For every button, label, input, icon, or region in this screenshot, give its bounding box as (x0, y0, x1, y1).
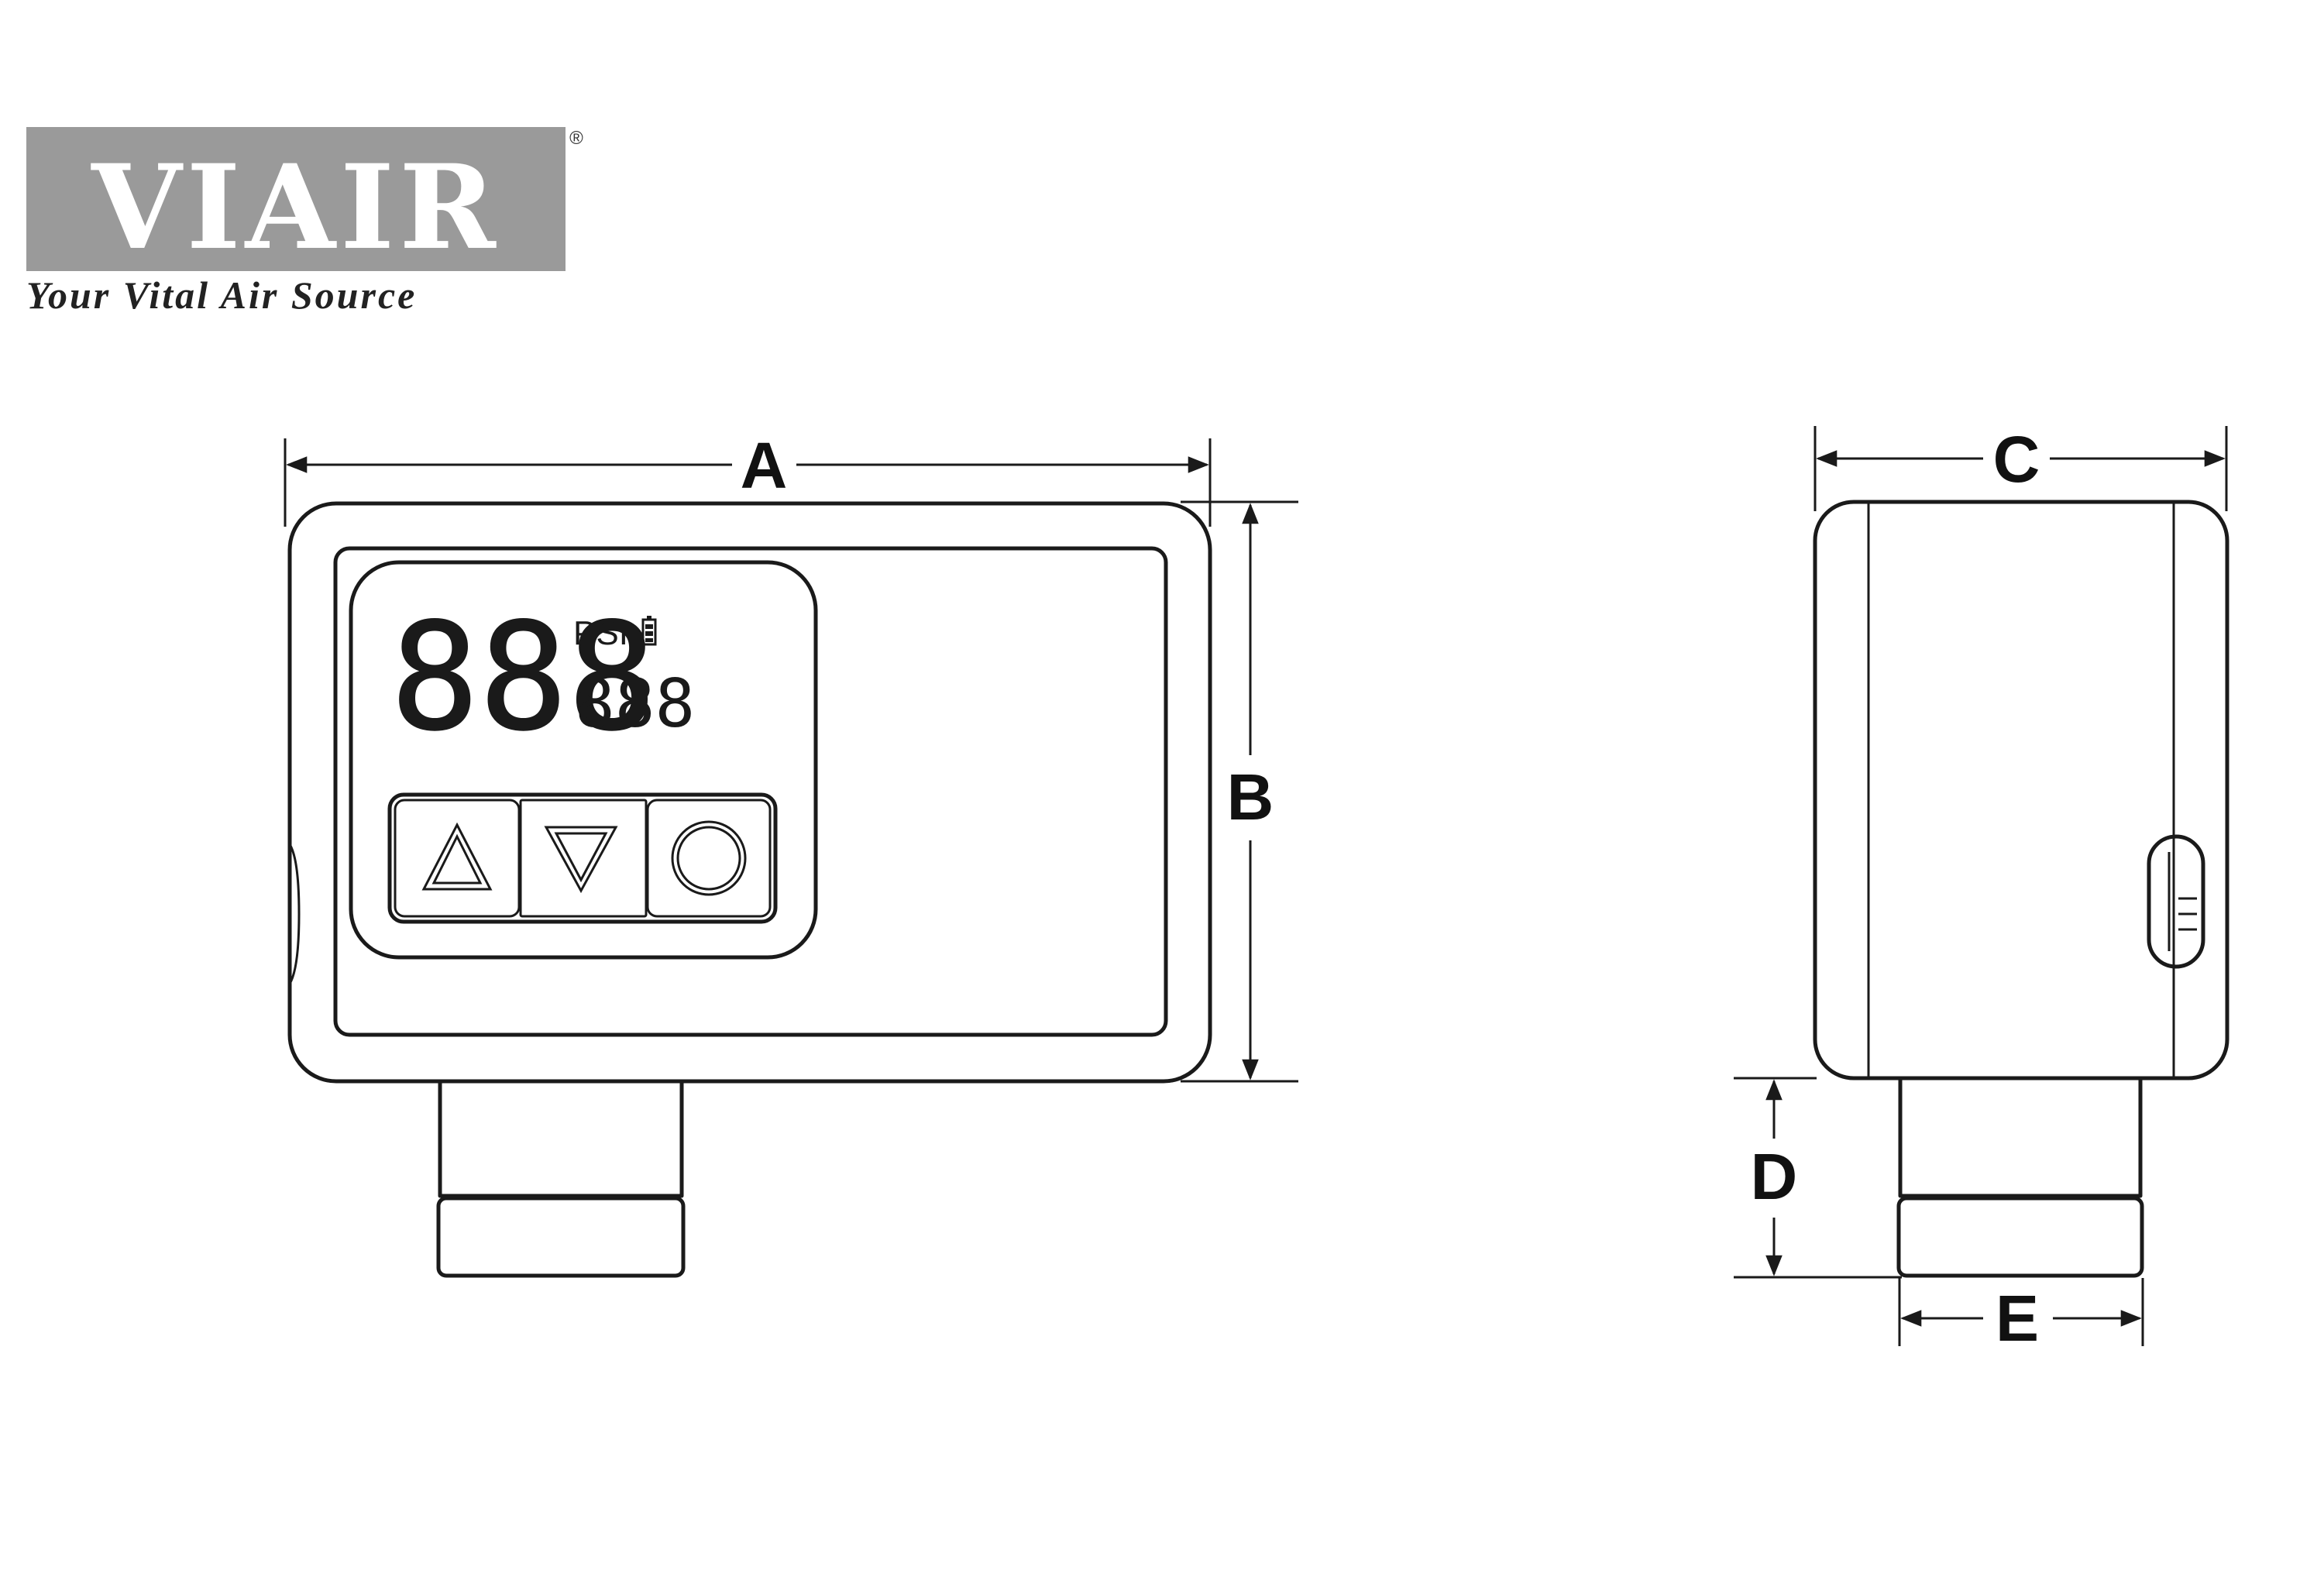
dimension-a: A (284, 429, 1212, 527)
dimension-b: B (1181, 500, 1298, 1083)
logo-box (26, 127, 566, 271)
battery-icon (641, 616, 657, 646)
logo-registered-mark: ® (569, 128, 583, 149)
side-housing (1813, 500, 2229, 1080)
down-button[interactable] (519, 799, 648, 918)
side-view (1813, 500, 2229, 1278)
dimension-e-label: E (1996, 1282, 2039, 1355)
viair-logo: VIAIR ® Your Vital Air Source (26, 127, 583, 317)
front-stem (438, 1081, 684, 1198)
logo-brand: VIAIR (91, 139, 500, 276)
up-button[interactable] (394, 799, 521, 918)
side-stem (1898, 1080, 2143, 1198)
front-side-clip (288, 843, 301, 984)
dimension-d: D (1734, 1077, 1902, 1279)
lcd-unit-psi: PSI (573, 614, 628, 652)
power-button[interactable] (646, 799, 772, 918)
circle-icon (671, 820, 747, 896)
side-stem-nut (1896, 1196, 2144, 1278)
front-stem-nut (436, 1196, 686, 1278)
front-housing (287, 501, 1212, 1084)
dimension-c-label: C (1993, 423, 2040, 496)
lcd-secondary-digits: 888 (575, 665, 695, 743)
dimension-b-label: B (1227, 761, 1274, 833)
lcd-main-digits: 888 (390, 592, 656, 763)
up-triangle-icon (421, 822, 493, 891)
dimension-a-label: A (741, 429, 788, 502)
down-triangle-icon (544, 826, 618, 894)
dimension-e: E (1898, 1278, 2144, 1355)
lcd-panel (349, 560, 818, 960)
side-latch (2147, 834, 2205, 969)
front-bezel (333, 546, 1168, 1037)
button-strip (387, 792, 778, 924)
logo-tagline: Your Vital Air Source (26, 273, 417, 317)
dimension-c: C (1813, 423, 2228, 511)
dimension-d-label: D (1751, 1140, 1798, 1213)
front-view: 888 PSI 888 (287, 501, 1212, 1278)
